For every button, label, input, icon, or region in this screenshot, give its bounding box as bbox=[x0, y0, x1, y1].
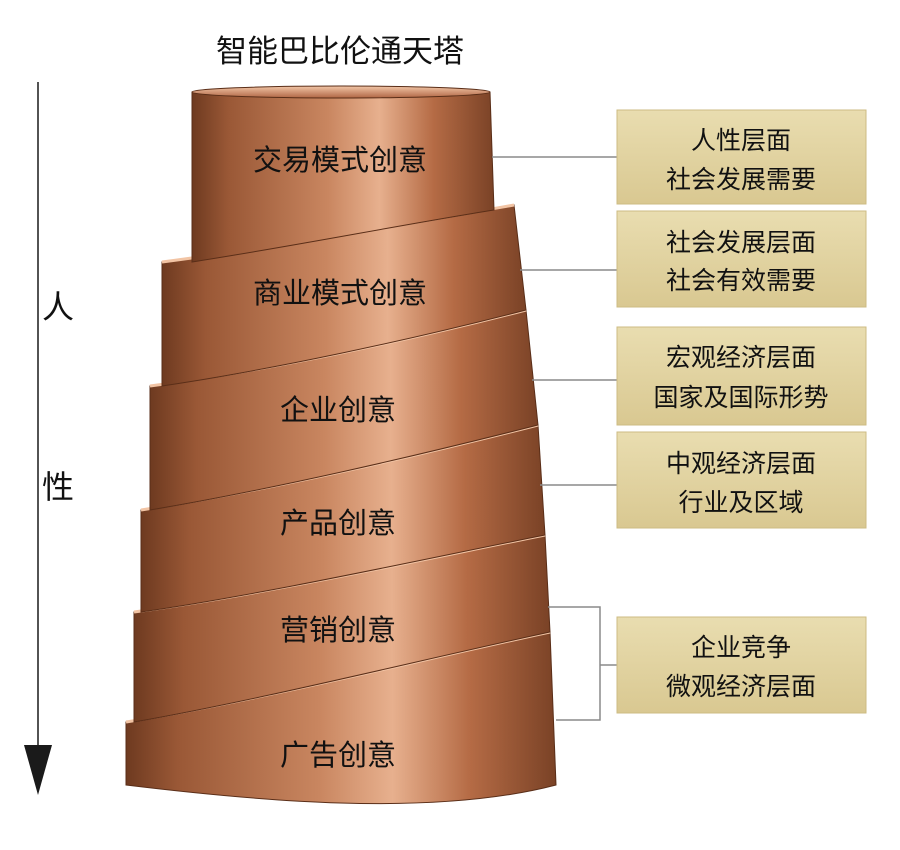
annotation-box bbox=[616, 431, 867, 529]
axis-label-ren: 人 bbox=[42, 288, 74, 326]
connectors bbox=[492, 156, 617, 721]
annotation-line1: 人性层面 bbox=[691, 126, 791, 155]
annotation-line2: 微观经济层面 bbox=[666, 672, 816, 701]
annotation-line2: 行业及区域 bbox=[678, 488, 803, 517]
axis-arrowhead-icon bbox=[24, 745, 52, 795]
axis-label-xing: 性 bbox=[42, 468, 74, 506]
tower: 广告创意 营销创意 产品创意 企业创意 商业模式创意 bbox=[125, 85, 557, 805]
tier-transaction-model-body bbox=[191, 91, 495, 263]
diagram-title: 智能巴比伦通天塔 bbox=[216, 34, 464, 70]
annotation-line2: 社会有效需要 bbox=[666, 266, 816, 295]
tier-transaction-model: 交易模式创意 bbox=[191, 85, 495, 263]
annotation-box bbox=[616, 210, 867, 308]
annotation-box bbox=[616, 326, 867, 426]
tier-transaction-model-label: 交易模式创意 bbox=[253, 143, 427, 177]
annotation-line1: 企业竞争 bbox=[691, 633, 791, 662]
annotation-human-nature: 人性层面 社会发展需要 bbox=[616, 109, 867, 205]
annotation-boxes: 人性层面 社会发展需要 社会发展层面 社会有效需要 宏观经济层面 国家及国际形势… bbox=[616, 109, 867, 714]
tier-advertising-label: 广告创意 bbox=[280, 738, 396, 772]
tier-transaction-model-top bbox=[191, 85, 491, 99]
tier-product-label: 产品创意 bbox=[280, 506, 396, 540]
tier-business-model-label: 商业模式创意 bbox=[253, 276, 427, 310]
annotation-micro-economy: 企业竞争 微观经济层面 bbox=[616, 616, 867, 714]
annotation-box bbox=[616, 109, 867, 205]
connector-5-bracket bbox=[548, 606, 601, 721]
annotation-line2: 国家及国际形势 bbox=[653, 383, 828, 412]
annotation-line2: 社会发展需要 bbox=[666, 165, 816, 194]
annotation-macro-economy: 宏观经济层面 国家及国际形势 bbox=[616, 326, 867, 426]
annotation-line1: 宏观经济层面 bbox=[666, 343, 816, 372]
annotation-box bbox=[616, 616, 867, 714]
tier-marketing-label: 营销创意 bbox=[280, 613, 396, 647]
annotation-social-development: 社会发展层面 社会有效需要 bbox=[616, 210, 867, 308]
humanity-axis: 人 性 bbox=[24, 82, 74, 795]
annotation-line1: 社会发展层面 bbox=[666, 228, 816, 257]
annotation-meso-economy: 中观经济层面 行业及区域 bbox=[616, 431, 867, 529]
annotation-line1: 中观经济层面 bbox=[666, 449, 816, 478]
tier-enterprise-label: 企业创意 bbox=[280, 393, 396, 427]
